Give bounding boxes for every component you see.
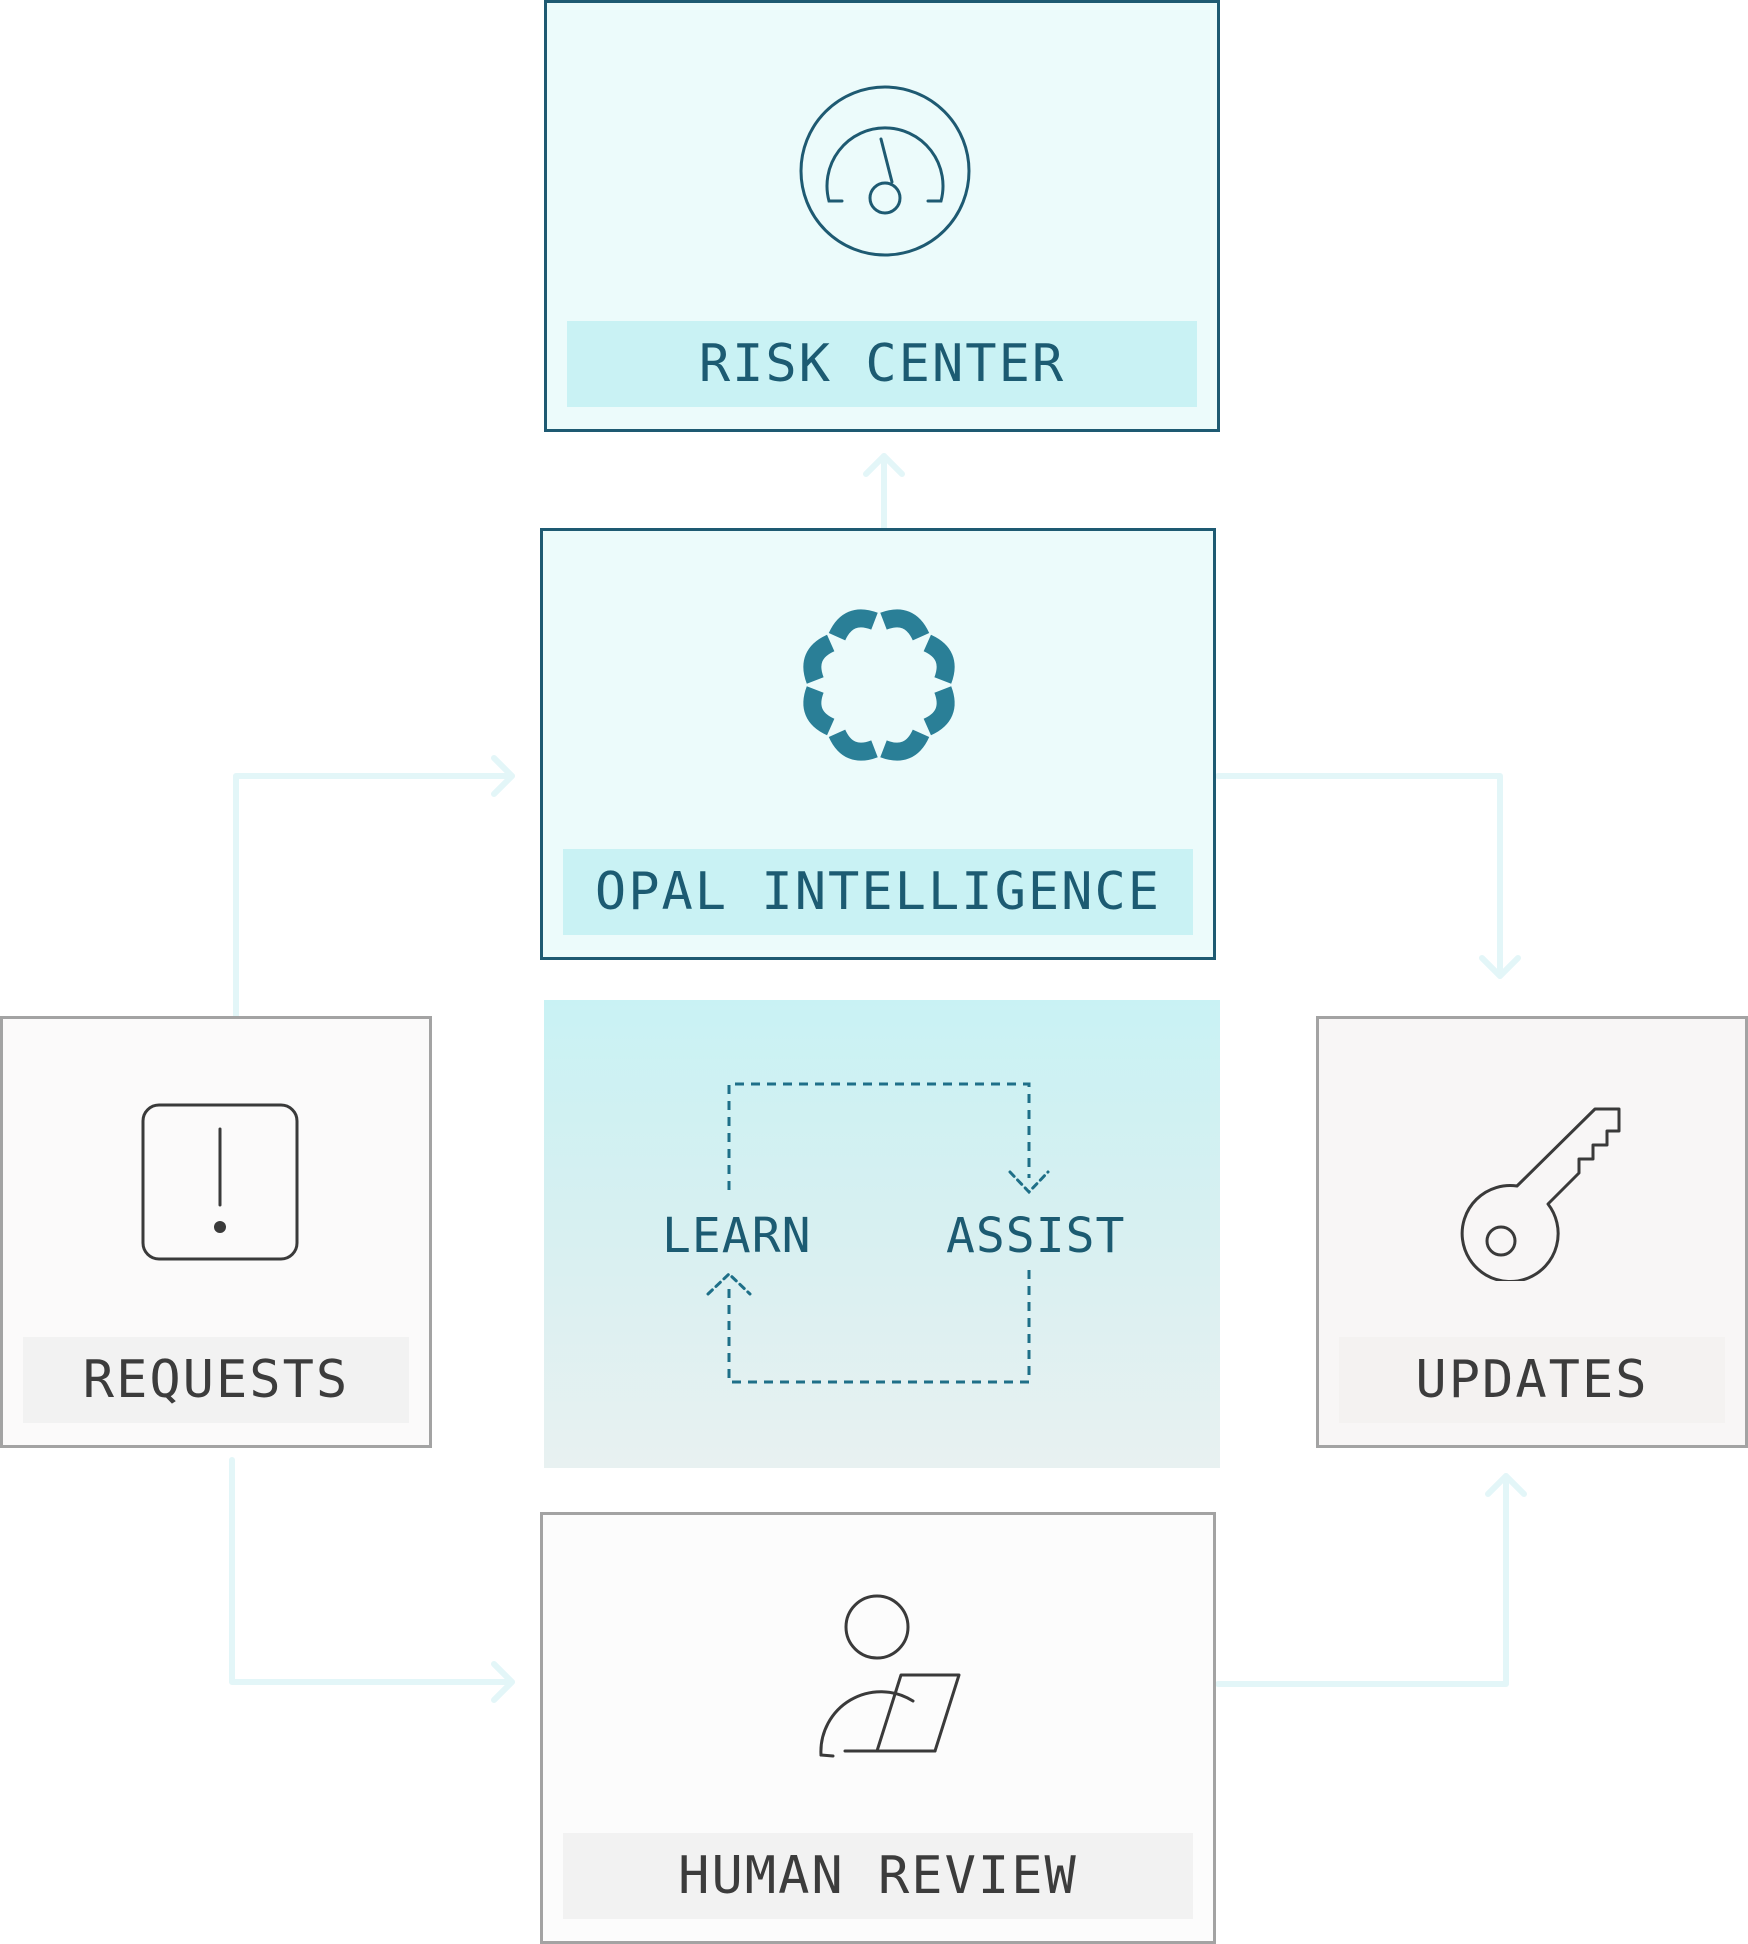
loop-top-path (727, 1082, 1031, 1190)
person-laptop-icon (819, 1594, 961, 1758)
arrowhead-up-updates (1485, 1473, 1527, 1497)
opal-petal (803, 634, 835, 684)
opal-petal (828, 609, 878, 641)
arrow-review-to-updates (1215, 1473, 1509, 1687)
arrowhead-up-risk (863, 453, 905, 477)
alert-square-icon (141, 1103, 299, 1261)
opal-intelligence-node[interactable]: OPAL INTELLIGENCE (540, 528, 1216, 960)
arrowhead-down-updates (1479, 955, 1521, 979)
loop-bottom-path (727, 1270, 1031, 1384)
opal-petal (828, 729, 878, 761)
risk-center-label: RISK CENTER (567, 321, 1197, 407)
arrow-requests-to-opal (233, 773, 515, 1019)
opal-petal (923, 634, 955, 684)
opal-petal (923, 686, 955, 736)
arrow-requests-to-review (229, 1457, 515, 1685)
updates-label: UPDATES (1339, 1337, 1725, 1423)
requests-node[interactable]: REQUESTS (0, 1016, 432, 1448)
arrow-opal-to-updates (1215, 773, 1503, 979)
key-icon (1460, 1107, 1621, 1281)
requests-label: REQUESTS (23, 1337, 409, 1423)
updates-node[interactable]: UPDATES (1316, 1016, 1748, 1448)
risk-center-node[interactable]: RISK CENTER (544, 0, 1220, 432)
loop-arrows (706, 1082, 1050, 1384)
gauge-icon (799, 85, 971, 257)
opal-petal (880, 609, 930, 641)
learn-label: LEARN (662, 1208, 812, 1264)
assist-label: ASSIST (946, 1208, 1126, 1264)
loop-arrowhead-down (1008, 1170, 1050, 1195)
arrowhead-right-opal (491, 755, 515, 797)
human-review-label: HUMAN REVIEW (563, 1833, 1193, 1919)
opal-petal (880, 729, 930, 761)
opal-petal (803, 686, 835, 736)
human-review-node[interactable]: HUMAN REVIEW (540, 1512, 1216, 1944)
arrowhead-right-review (491, 1661, 515, 1703)
opal-intelligence-label: OPAL INTELLIGENCE (563, 849, 1193, 935)
learn-assist-loop-panel: LEARN ASSIST (544, 1000, 1220, 1468)
opal-flower-icon (803, 609, 955, 761)
loop-arrowhead-up (706, 1271, 752, 1296)
